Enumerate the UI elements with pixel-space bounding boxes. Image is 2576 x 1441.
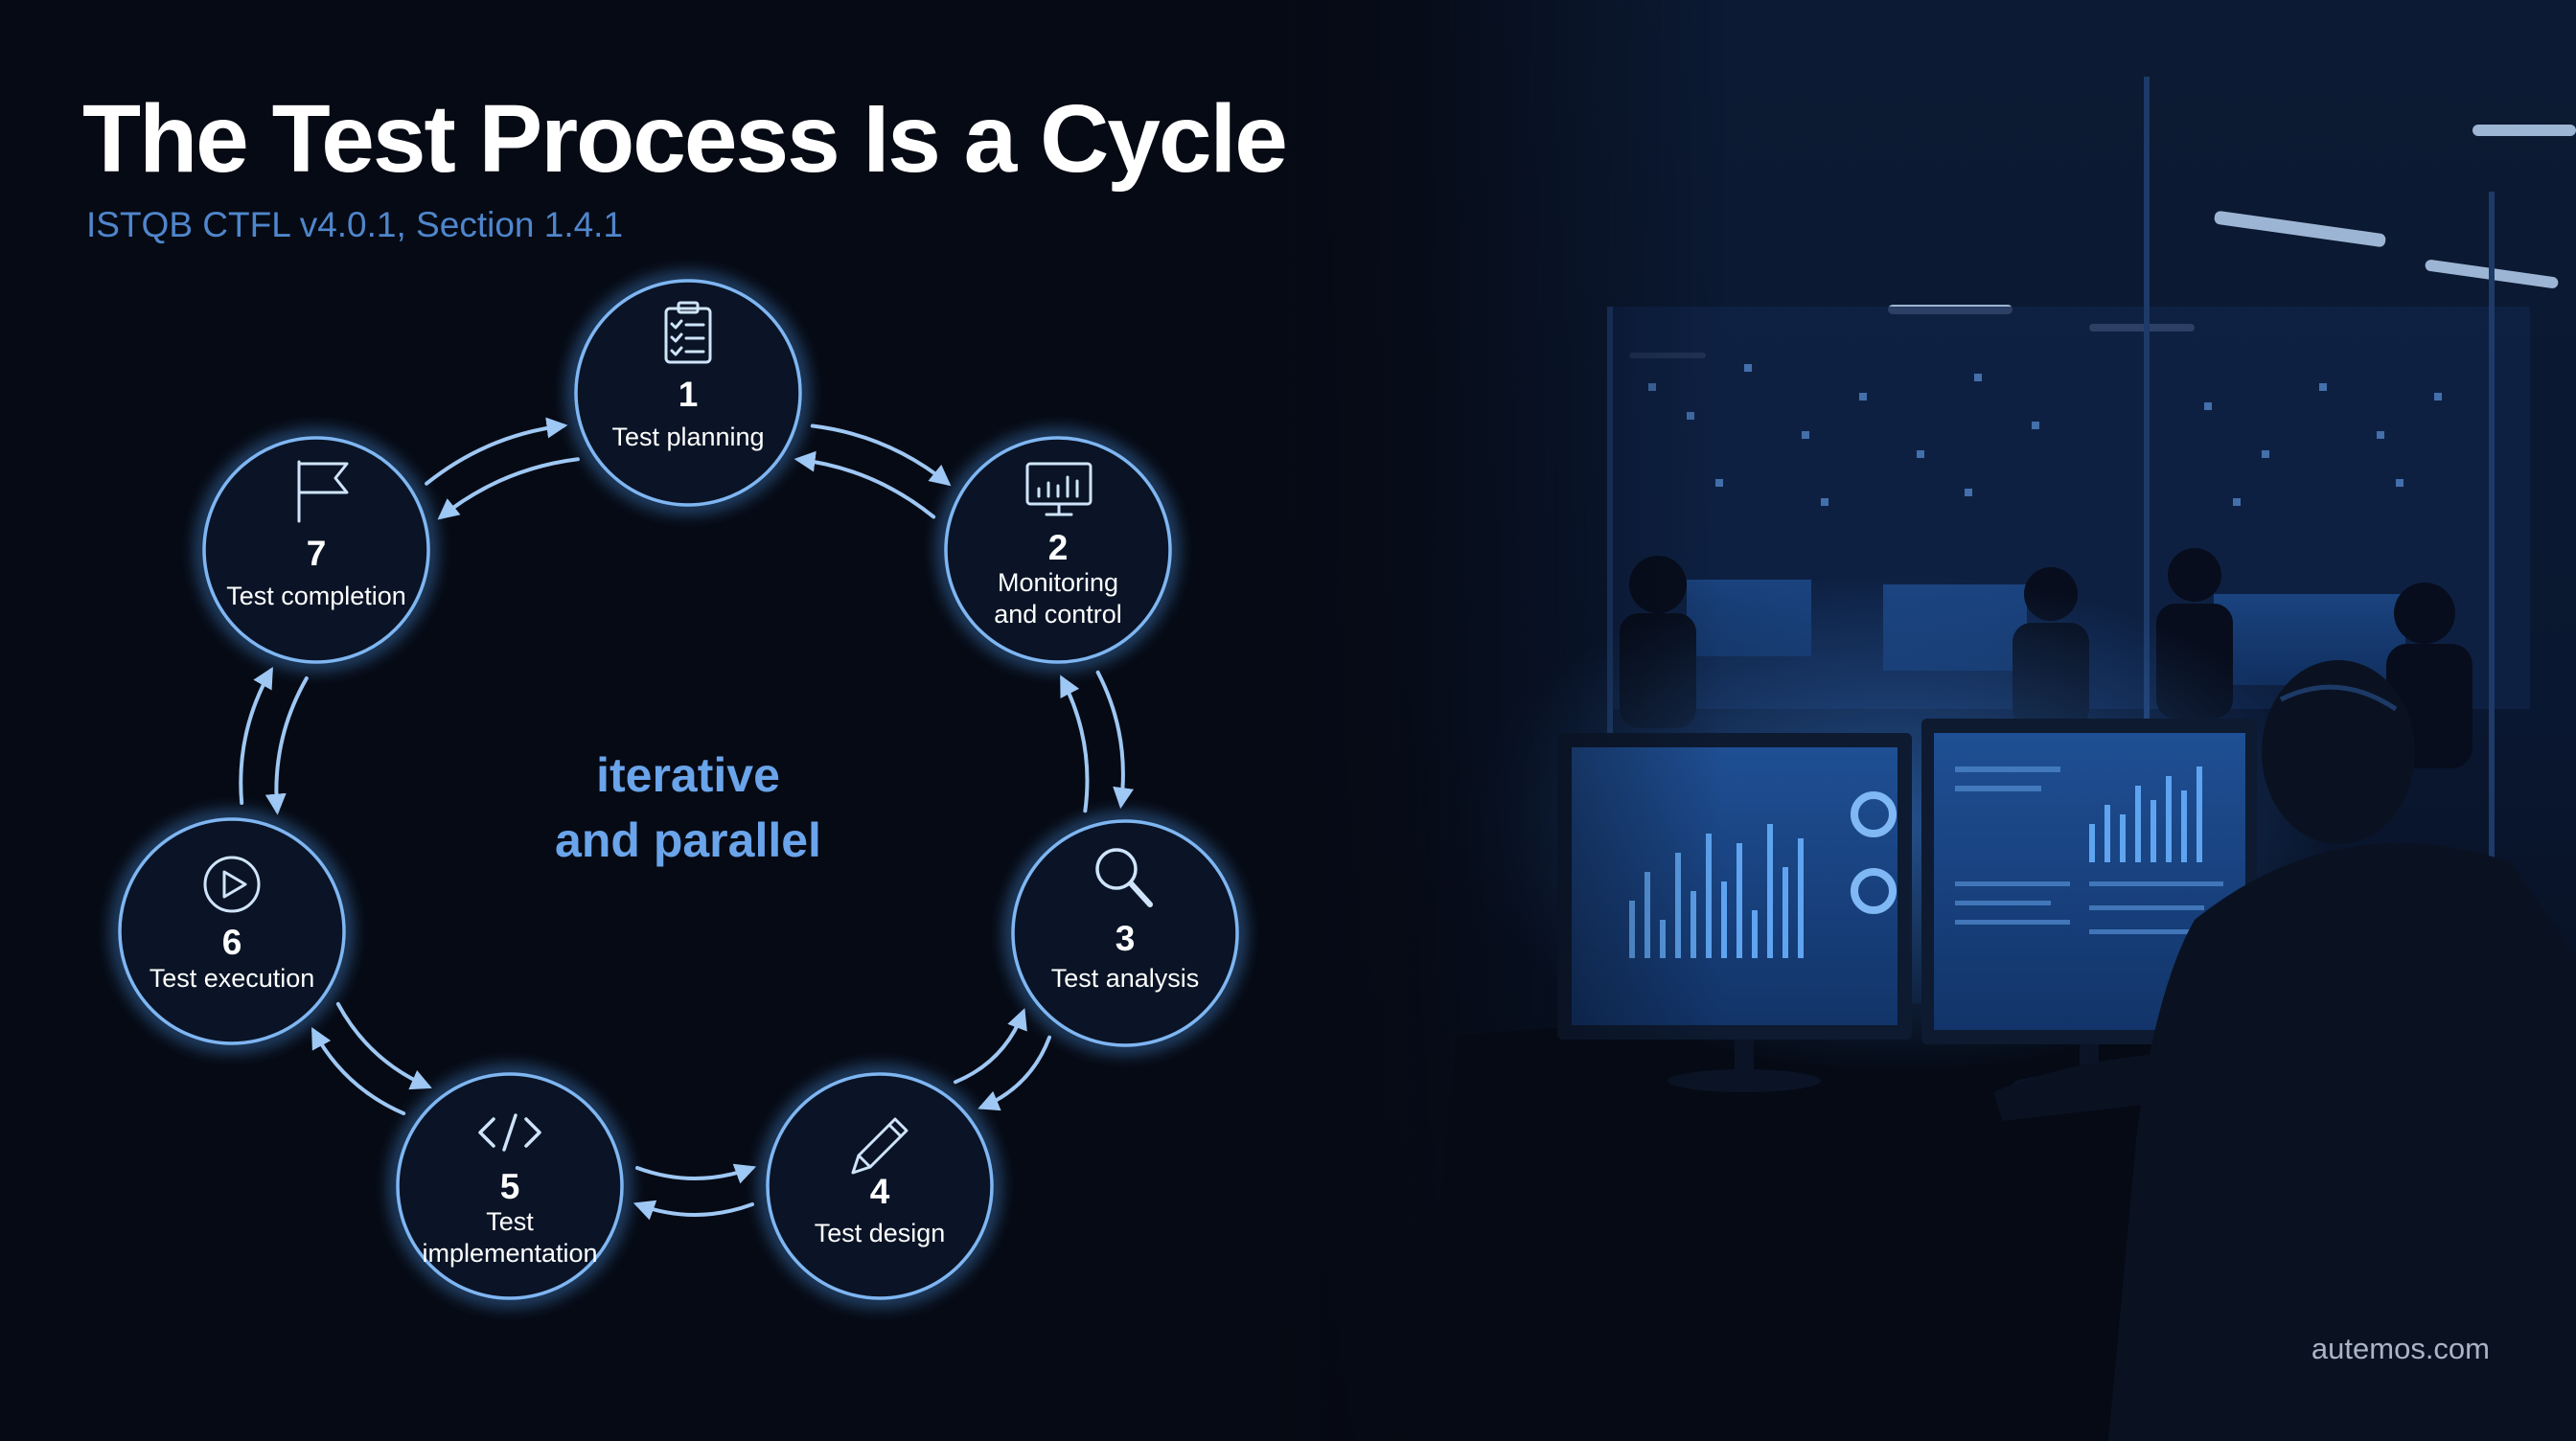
- arrow-forward: [425, 417, 568, 486]
- step-monitoring-and-control: 2 Monitoring and control: [940, 432, 1176, 668]
- step-label: Test design: [815, 1219, 946, 1247]
- cycle-diagram: 1 Test planning 2 Monitoring and control: [114, 275, 1243, 1304]
- page-subtitle: ISTQB CTFL v4.0.1, Section 1.4.1: [86, 205, 624, 244]
- center-label-line-2: and parallel: [555, 813, 821, 867]
- step-number: 1: [678, 375, 699, 414]
- step-label-line-2: implementation: [422, 1239, 597, 1268]
- arrow-backward: [635, 1163, 757, 1184]
- arrow-forward: [311, 1027, 406, 1116]
- step-test-completion: 7 Test completion: [198, 432, 434, 668]
- step-number: 5: [500, 1167, 520, 1206]
- pencil-icon: [851, 1117, 908, 1175]
- step-test-implementation: 5 Test implementation: [392, 1068, 628, 1304]
- arrow-forward: [810, 423, 952, 487]
- step-label-line-1: Test: [486, 1207, 534, 1236]
- clipboard-checklist-icon: [664, 301, 712, 364]
- step-number: 6: [222, 923, 242, 962]
- step-test-design: 4 Test design: [762, 1068, 998, 1304]
- arrow-forward: [239, 666, 273, 806]
- arrow-forward: [1095, 670, 1134, 810]
- step-number: 7: [307, 534, 327, 573]
- step-label: Test execution: [150, 964, 315, 993]
- arrow-backward: [1060, 675, 1090, 813]
- step-number: 2: [1048, 528, 1069, 567]
- arrow-backward: [335, 1001, 432, 1090]
- step-label: Test completion: [226, 582, 406, 610]
- play-circle-icon: [203, 856, 261, 913]
- arrow-forward: [978, 1035, 1052, 1111]
- arrow-forward: [632, 1200, 754, 1221]
- cycle-arrows: [239, 417, 1134, 1221]
- step-number: 3: [1116, 919, 1136, 958]
- step-number: 4: [870, 1172, 890, 1211]
- magnifier-icon: [1095, 848, 1153, 907]
- footer-brand: autemos.com: [2311, 1332, 2490, 1365]
- page-title: The Test Process Is a Cycle: [82, 85, 1288, 193]
- step-test-analysis: 3 Test analysis: [1007, 815, 1243, 1051]
- step-label: Test analysis: [1051, 964, 1200, 993]
- step-label-line-1: Monitoring: [998, 568, 1118, 597]
- arrow-backward: [794, 450, 936, 519]
- flag-icon: [297, 460, 349, 523]
- step-label-line-2: and control: [994, 600, 1122, 629]
- arrow-backward: [437, 457, 580, 520]
- code-brackets-icon: [478, 1113, 541, 1152]
- step-test-execution: 6 Test execution: [114, 813, 350, 1049]
- monitor-chart-icon: [1025, 462, 1092, 516]
- arrow-backward: [953, 1008, 1027, 1085]
- center-label-line-1: iterative: [596, 748, 780, 802]
- arrow-backward: [264, 675, 309, 815]
- step-label: Test planning: [611, 423, 764, 451]
- step-test-planning: 1 Test planning: [570, 275, 806, 511]
